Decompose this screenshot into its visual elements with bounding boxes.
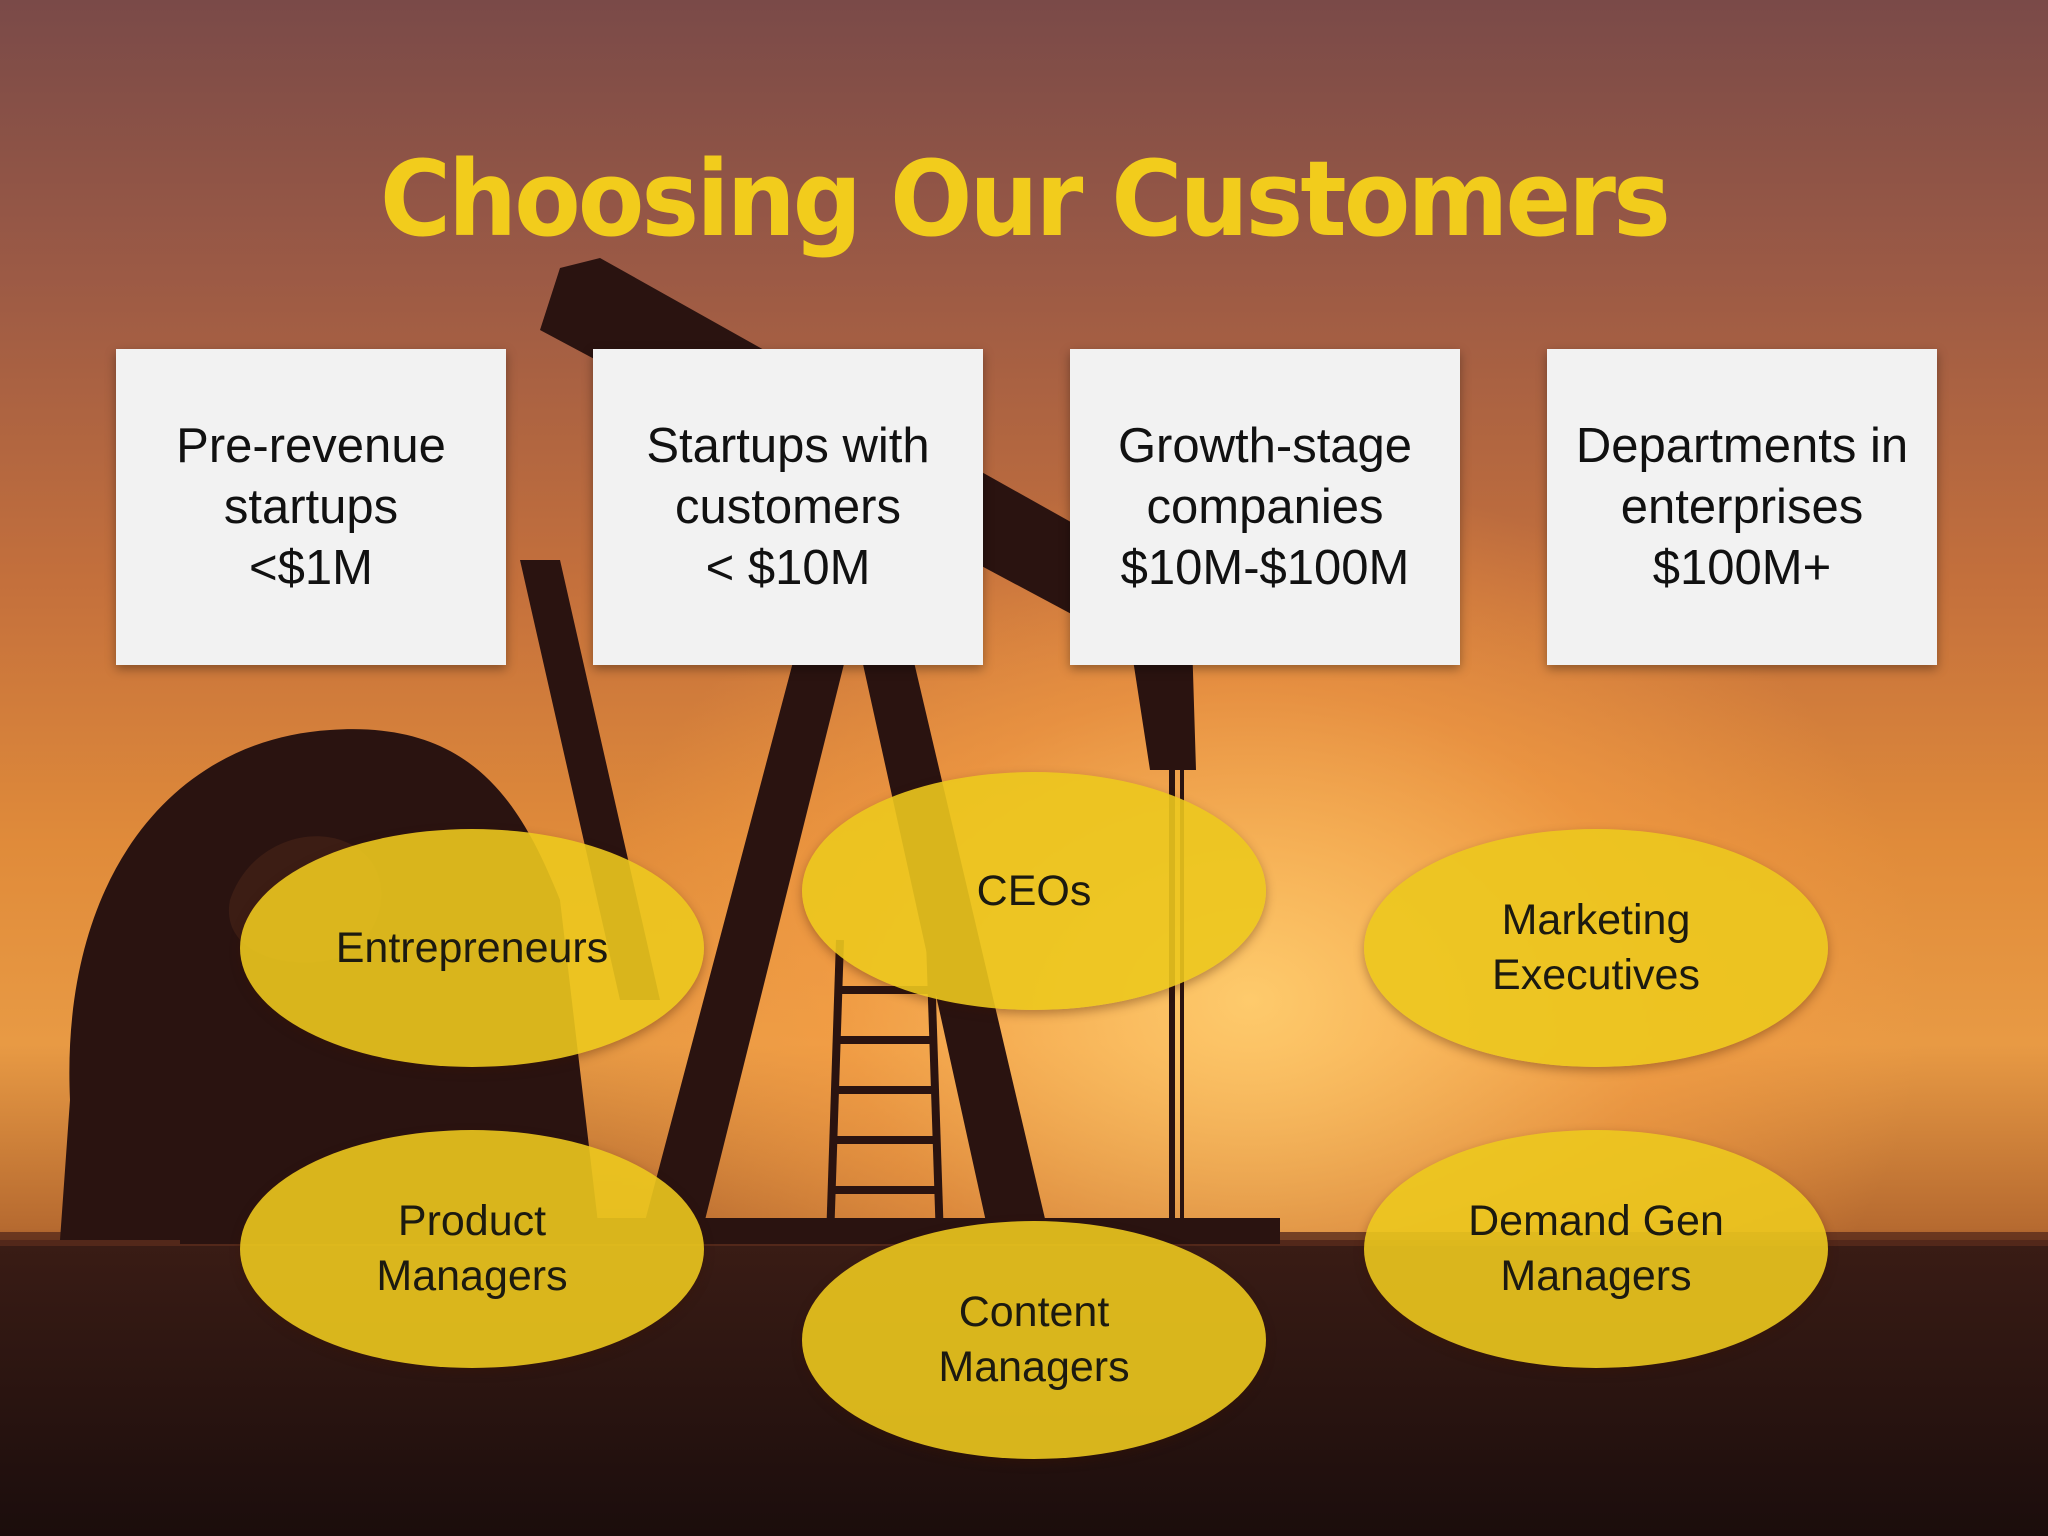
- card-line: Pre-revenue: [176, 418, 446, 473]
- role-oval-content-managers: Content Managers: [802, 1221, 1266, 1459]
- role-oval-entrepreneurs: Entrepreneurs: [240, 829, 704, 1067]
- card-line: Departments in: [1575, 418, 1909, 473]
- role-oval-marketing-executives: Marketing Executives: [1364, 829, 1828, 1067]
- card-revenue: $10M-$100M: [1120, 540, 1410, 595]
- role-label: Entrepreneurs: [335, 923, 609, 972]
- role-oval-product-managers: Product Managers: [240, 1130, 704, 1368]
- role-label: Managers: [376, 1252, 568, 1300]
- card-line: enterprises: [1620, 479, 1864, 534]
- card-revenue: $100M+: [1652, 540, 1832, 595]
- card-line: Startups with: [646, 418, 930, 473]
- card-line: Growth-stage: [1117, 418, 1413, 473]
- role-label: Product: [397, 1197, 547, 1245]
- role-label: Managers: [1500, 1252, 1692, 1300]
- role-label: Executives: [1492, 951, 1700, 999]
- card-revenue: <$1M: [249, 540, 373, 595]
- pump-samson-post: [640, 560, 870, 1240]
- role-label: Content: [958, 1288, 1110, 1336]
- role-label: Marketing: [1501, 896, 1691, 944]
- segment-card-pre-revenue: Pre-revenue startups <$1M: [116, 349, 506, 665]
- role-oval-demand-gen-managers: Demand Gen Managers: [1364, 1130, 1828, 1368]
- card-revenue: < $10M: [705, 540, 871, 595]
- slide-title: Choosing Our Customers: [379, 138, 1671, 260]
- segment-card-enterprise-departments: Departments in enterprises $100M+: [1547, 349, 1937, 665]
- segment-card-startups: Startups with customers < $10M: [593, 349, 983, 665]
- role-label: Demand Gen: [1468, 1197, 1724, 1245]
- card-line: customers: [674, 479, 901, 534]
- role-oval-ceos: CEOs: [802, 772, 1266, 1010]
- role-label: Managers: [938, 1343, 1130, 1391]
- card-line: companies: [1146, 479, 1384, 534]
- role-label: CEOs: [976, 866, 1092, 915]
- segment-card-growth-stage: Growth-stage companies $10M-$100M: [1070, 349, 1460, 665]
- card-line: startups: [223, 479, 399, 534]
